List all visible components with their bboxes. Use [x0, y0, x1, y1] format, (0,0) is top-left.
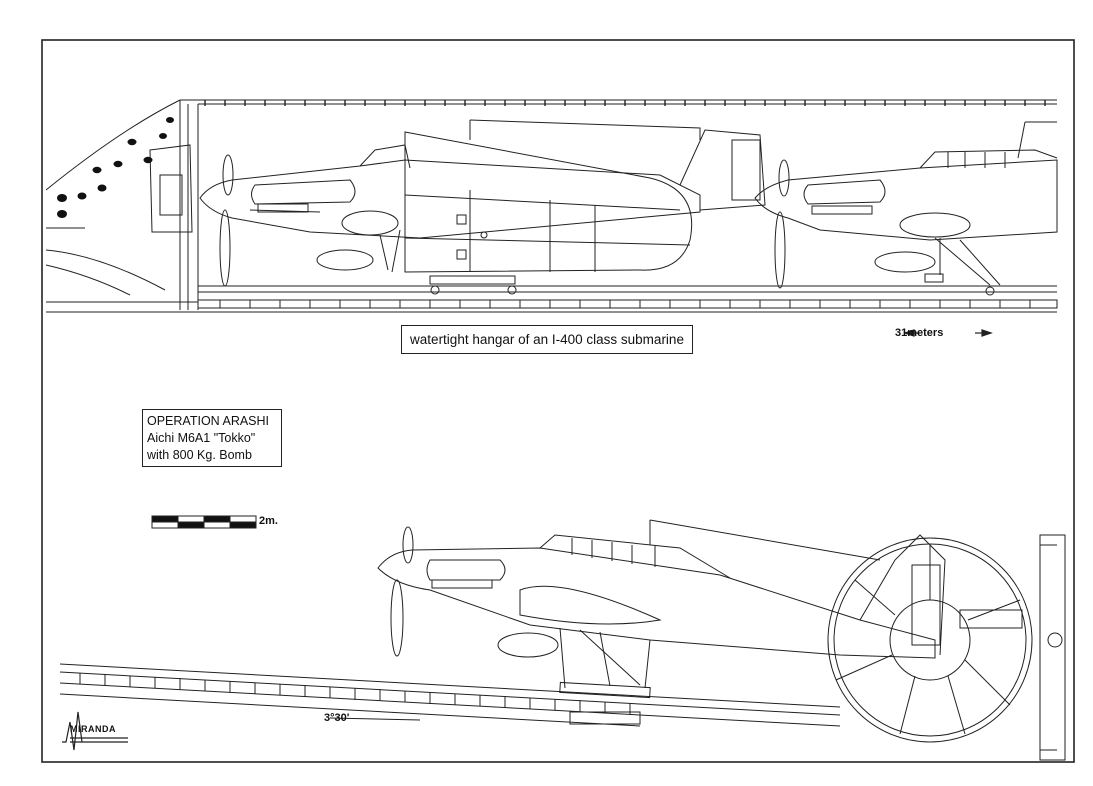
hangar-floor-rail-ties: [219, 300, 1031, 308]
drawing-frame: [41, 39, 1075, 763]
folded-wing: [404, 131, 693, 273]
aircraft-1-folded: [199, 119, 766, 295]
catapult-angle-label: 3°30': [324, 712, 350, 724]
catapult-rail-ties: [79, 673, 631, 715]
catapult-rail: [59, 663, 841, 727]
hangar-roof-ribs: [204, 100, 1046, 106]
hangar-hatch-door: [149, 144, 193, 233]
aircraft-3-launch: [377, 519, 946, 689]
hangar-caption: watertight hangar of an I-400 class subm…: [401, 325, 693, 354]
scale-label: 2m.: [259, 515, 278, 527]
title-line-aircraft: Aichi M6A1 "Tokko": [147, 431, 256, 445]
aircraft-2-hangar: [754, 121, 1058, 296]
logo-text: MIRANDA: [70, 724, 116, 734]
title-line-payload: with 800 Kg. Bomb: [147, 448, 252, 462]
miranda-logo: [62, 711, 128, 751]
dimension-label: 31meters: [895, 327, 944, 339]
title-block: OPERATION ARASHI Aichi M6A1 "Tokko" with…: [142, 409, 282, 467]
scale-bar: [151, 515, 257, 529]
hangar-section: [45, 99, 1058, 313]
hangar-door-wheel: [827, 534, 1066, 761]
dimension-arrow: [903, 329, 993, 337]
title-line-operation: OPERATION ARASHI: [147, 414, 270, 428]
hull-rivets: [57, 117, 174, 218]
